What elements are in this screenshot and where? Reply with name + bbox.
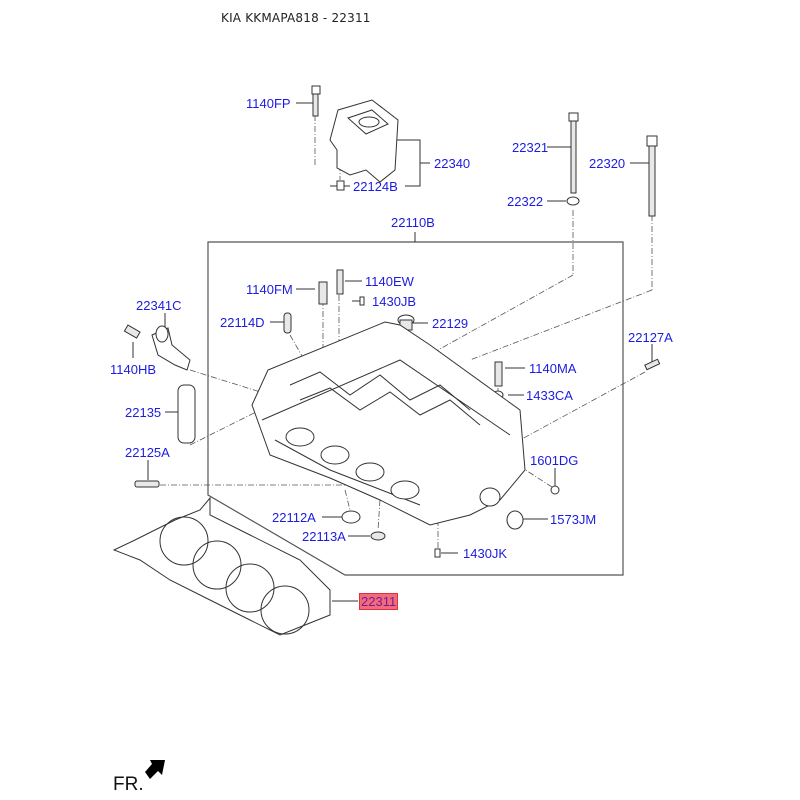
pin-1430jb-icon <box>359 296 365 306</box>
bolt-1140ma-icon <box>494 361 503 387</box>
seal-22113a-icon <box>370 531 386 541</box>
callout-1430jb[interactable]: 1430JB <box>372 294 417 309</box>
assembly-bracket-box <box>207 241 624 576</box>
bolt-1140fm-icon <box>318 281 328 305</box>
callout-22341c[interactable]: 22341C <box>136 298 182 313</box>
callout-1573jm[interactable]: 1573JM <box>550 512 597 527</box>
callout-22135[interactable]: 22135 <box>125 405 162 420</box>
dowel-22124b-icon <box>336 180 345 191</box>
bolt-1140ew-icon <box>336 269 344 295</box>
cylinder-head-22110b-icon <box>251 321 526 526</box>
diagram-title: KIA KKMAPA818 - 22311 <box>221 11 371 25</box>
pin-22127a-icon <box>644 358 661 371</box>
callout-22311-highlighted[interactable]: 22311 <box>358 593 399 610</box>
callout-22321[interactable]: 22321 <box>512 140 549 155</box>
callout-1140ew[interactable]: 1140EW <box>365 274 414 289</box>
bracket-22340-icon <box>329 99 399 183</box>
plug-1601dg-icon <box>550 485 560 495</box>
callout-22113a[interactable]: 22113A <box>302 529 346 544</box>
callout-1430jk[interactable]: 1430JK <box>463 546 508 561</box>
callout-1140fp[interactable]: 1140FP <box>246 96 291 111</box>
bolt-22320-icon <box>646 135 658 217</box>
sleeve-22135-icon <box>177 384 196 444</box>
callout-1433ca[interactable]: 1433CA <box>526 388 573 403</box>
head-gasket-22311-icon <box>112 496 331 636</box>
bolt-22321-icon <box>566 112 580 206</box>
callout-22322[interactable]: 22322 <box>507 194 544 209</box>
pin-1430jk-icon <box>434 548 441 558</box>
bracket-22341c-icon <box>151 325 191 371</box>
cap-1573jm-icon <box>506 510 524 530</box>
front-arrow-icon <box>145 760 165 779</box>
pin-22125a-icon <box>134 480 160 488</box>
bolt-1140hb-icon <box>123 324 141 339</box>
callout-1140fm[interactable]: 1140FM <box>246 282 293 297</box>
callout-22110b[interactable]: 22110B <box>391 215 435 230</box>
bolt-1140fp-icon <box>311 85 321 117</box>
callout-22114d[interactable]: 22114D <box>220 315 265 330</box>
callout-22127a[interactable]: 22127A <box>628 330 673 345</box>
callout-22125a[interactable]: 22125A <box>125 445 170 460</box>
dowel-22114d-icon <box>283 312 292 334</box>
callout-1140hb[interactable]: 1140HB <box>110 362 157 377</box>
callout-1140ma[interactable]: 1140MA <box>529 361 577 376</box>
callout-22112a[interactable]: 22112A <box>272 510 316 525</box>
callout-22129[interactable]: 22129 <box>432 316 469 331</box>
callout-1601dg[interactable]: 1601DG <box>530 453 579 468</box>
callout-22320[interactable]: 22320 <box>589 156 626 171</box>
seal-22112a-icon <box>341 510 361 524</box>
callout-22124b[interactable]: 22124B <box>353 179 398 194</box>
front-orientation-label: FR. <box>113 774 144 795</box>
callout-22340[interactable]: 22340 <box>434 156 471 171</box>
